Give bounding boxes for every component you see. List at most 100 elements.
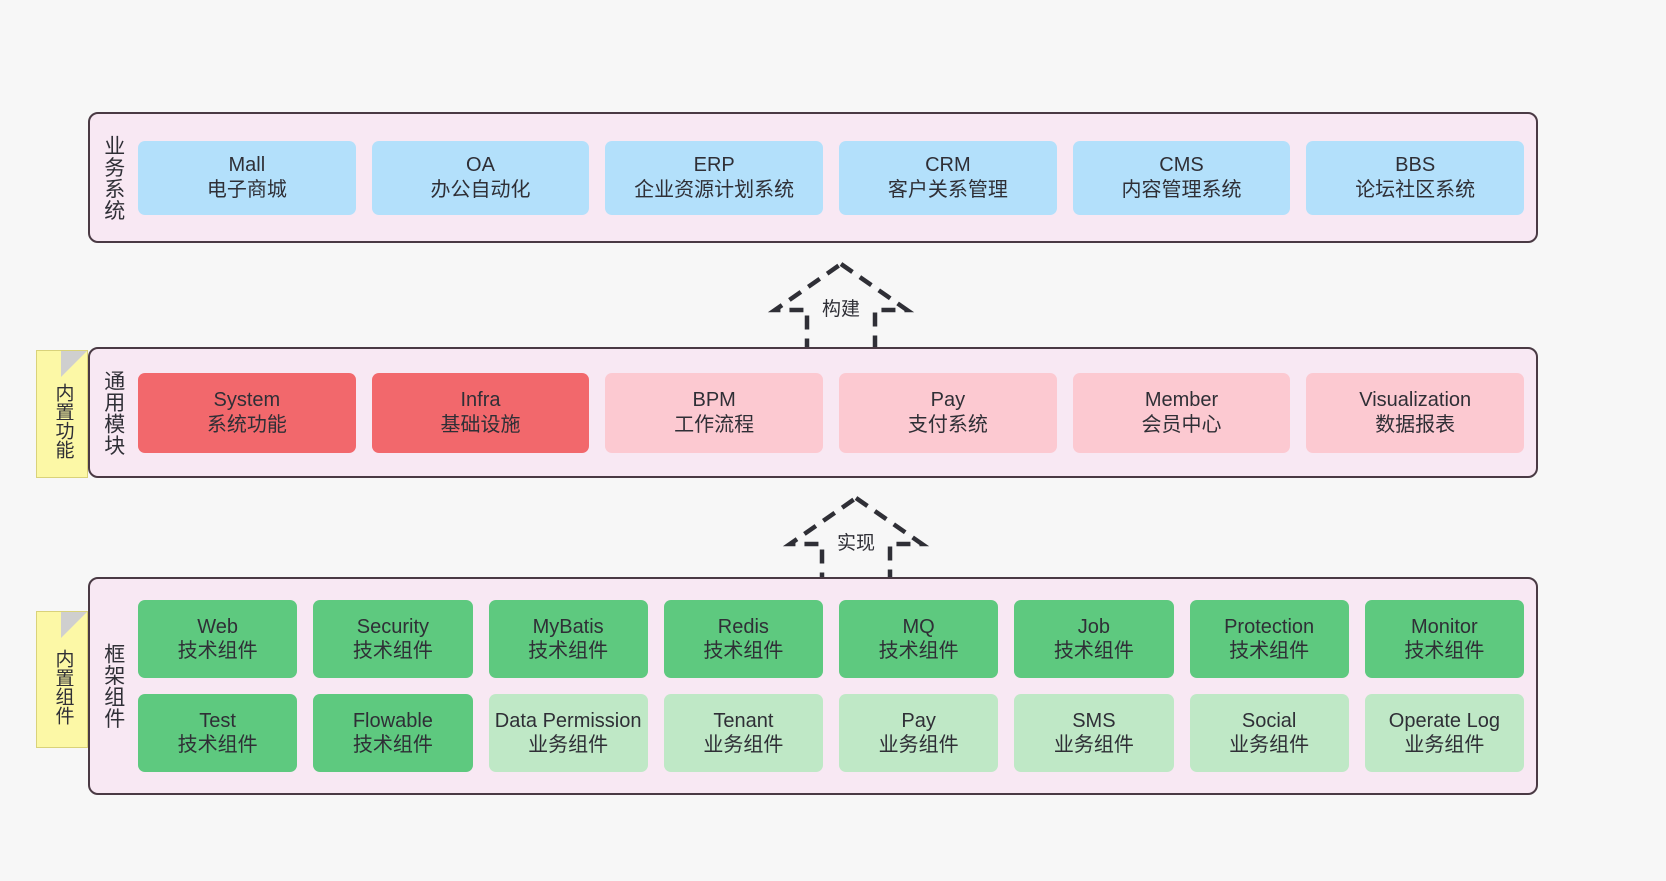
node-protection[interactable]: Protection 技术组件 [1189,600,1349,678]
node-cn-label: 支付系统 [907,413,988,436]
node-pay-module[interactable]: Pay 支付系统 [839,372,1057,453]
layer-title-modules: 通用模块 [101,369,125,456]
node-cn-label: 业务组件 [528,734,609,756]
node-cn-label: 技术组件 [1229,640,1310,662]
node-en-label: Data Permission [494,709,642,732]
node-cn-label: 技术组件 [878,640,959,662]
node-en-label: Social [1241,709,1297,732]
node-en-label: Operate Log [1388,709,1500,732]
node-row-business: Test 技术组件 Flowable 技术组件 Data Permission … [138,694,1524,772]
layer-framework-components: 框架组件 Web 技术组件 Security 技术组件 MyBatis 技术组件… [88,577,1538,795]
node-cn-label: 业务组件 [1404,734,1485,756]
layer-body-modules: System 系统功能 Infra 基础设施 BPM 工作流程 Pay 支付系统… [136,349,1536,476]
node-cn-label: 基础设施 [440,413,521,436]
node-cn-label: 工作流程 [674,413,755,436]
node-oa[interactable]: OA 办公自动化 [371,140,590,215]
node-en-label: Protection [1224,615,1315,638]
node-cn-label: 办公自动化 [430,178,531,201]
node-erp[interactable]: ERP 企业资源计划系统 [605,140,824,215]
node-cn-label: 业务组件 [1229,734,1310,756]
node-en-label: Pay [901,709,936,732]
node-cn-label: 技术组件 [177,640,258,662]
layer-body-business: Mall 电子商城 OA 办公自动化 ERP 企业资源计划系统 CRM 客户关系… [136,114,1536,241]
node-en-label: Monitor [1411,615,1478,638]
node-en-label: OA [466,154,495,177]
node-web[interactable]: Web 技术组件 [138,600,298,678]
layer-body-framework: Web 技术组件 Security 技术组件 MyBatis 技术组件 Redi… [136,579,1536,793]
sticky-note-builtin-components: 内置组件 [36,611,88,748]
node-pay-component[interactable]: Pay 业务组件 [839,694,999,772]
node-row-tech: Web 技术组件 Security 技术组件 MyBatis 技术组件 Redi… [138,600,1524,678]
node-en-label: Pay [930,389,966,412]
node-cn-label: 电子商城 [206,178,287,201]
node-cn-label: 业务组件 [878,734,959,756]
node-en-label: BBS [1395,154,1436,177]
node-data-permission[interactable]: Data Permission 业务组件 [488,694,648,772]
node-en-label: CMS [1159,154,1204,177]
node-mall[interactable]: Mall 电子商城 [138,140,356,215]
node-visualization[interactable]: Visualization 数据报表 [1306,372,1525,453]
node-en-label: ERP [693,154,735,177]
node-en-label: Mall [228,154,266,177]
node-tenant[interactable]: Tenant 业务组件 [663,694,823,772]
sticky-note-builtin-features: 内置功能 [36,350,88,478]
layer-business-systems: 业务系统 Mall 电子商城 OA 办公自动化 ERP 企业资源计划系统 CRM… [88,112,1538,243]
node-cn-label: 技术组件 [352,734,433,756]
node-redis[interactable]: Redis 技术组件 [663,600,823,678]
node-en-label: MQ [902,615,935,638]
node-cn-label: 会员中心 [1141,413,1222,436]
node-cn-label: 技术组件 [703,640,784,662]
node-cn-label: 业务组件 [1053,734,1134,756]
node-member[interactable]: Member 会员中心 [1072,372,1291,453]
node-en-label: SMS [1072,709,1116,732]
node-cn-label: 内容管理系统 [1121,178,1242,201]
node-crm[interactable]: CRM 客户关系管理 [839,140,1057,215]
node-en-label: Member [1144,389,1219,412]
node-en-label: Tenant [713,709,774,732]
node-system[interactable]: System 系统功能 [138,372,356,453]
node-cn-label: 技术组件 [1053,640,1134,662]
layer-title-framework: 框架组件 [101,643,125,729]
node-en-label: Visualization [1359,389,1472,412]
node-row: System 系统功能 Infra 基础设施 BPM 工作流程 Pay 支付系统… [138,372,1525,453]
node-row: Mall 电子商城 OA 办公自动化 ERP 企业资源计划系统 CRM 客户关系… [138,140,1525,215]
node-social[interactable]: Social 业务组件 [1189,694,1349,772]
node-en-label: Infra [460,389,501,412]
node-flowable[interactable]: Flowable 技术组件 [313,694,473,772]
node-mq[interactable]: MQ 技术组件 [839,600,999,678]
node-monitor[interactable]: Monitor 技术组件 [1364,600,1524,678]
node-bbs[interactable]: BBS 论坛社区系统 [1306,140,1525,215]
node-cn-label: 技术组件 [1404,640,1485,662]
node-mybatis[interactable]: MyBatis 技术组件 [488,600,648,678]
node-operate-log[interactable]: Operate Log 业务组件 [1364,694,1524,772]
layer-general-modules: 通用模块 System 系统功能 Infra 基础设施 BPM 工作流程 Pay… [88,347,1538,478]
node-test[interactable]: Test 技术组件 [138,694,298,772]
connector-build-arrow [767,261,915,358]
node-cn-label: 论坛社区系统 [1355,178,1476,201]
node-cn-label: 技术组件 [528,640,609,662]
node-en-label: MyBatis [532,615,604,638]
node-en-label: Security [356,615,429,638]
node-en-label: System [213,389,281,412]
layer-title-business: 业务系统 [101,134,125,221]
node-en-label: Test [199,709,236,732]
connector-build: 构建 [751,258,931,358]
node-en-label: Flowable [352,709,433,732]
node-en-label: Job [1077,615,1110,638]
node-en-label: Redis [717,615,769,638]
node-cn-label: 技术组件 [177,734,258,756]
node-job[interactable]: Job 技术组件 [1014,600,1174,678]
node-cn-label: 企业资源计划系统 [634,178,795,201]
node-cn-label: 客户关系管理 [887,178,1008,201]
node-sms[interactable]: SMS 业务组件 [1014,694,1174,772]
node-en-label: BPM [692,389,736,412]
node-cn-label: 数据报表 [1375,413,1456,436]
node-bpm[interactable]: BPM 工作流程 [605,372,824,453]
node-cms[interactable]: CMS 内容管理系统 [1072,140,1291,215]
node-infra[interactable]: Infra 基础设施 [371,372,590,453]
node-cn-label: 系统功能 [206,413,287,436]
node-en-label: Web [197,615,238,638]
node-cn-label: 业务组件 [703,734,784,756]
node-security[interactable]: Security 技术组件 [313,600,473,678]
node-cn-label: 技术组件 [352,640,433,662]
